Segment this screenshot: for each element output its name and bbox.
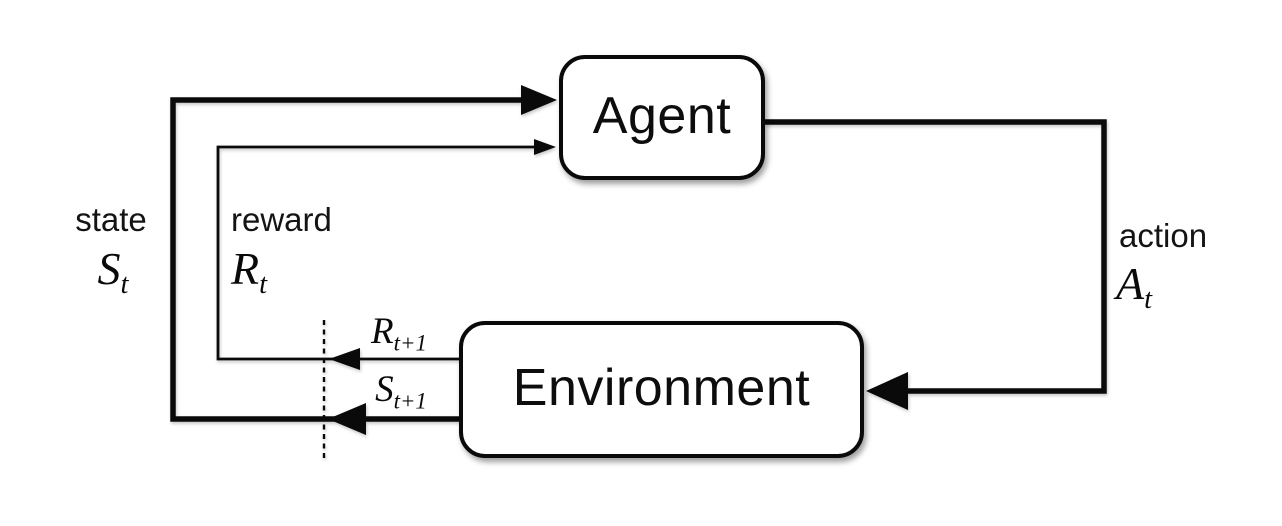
environment-label: Environment <box>512 358 811 417</box>
reward-symbol-sub: t <box>259 269 268 301</box>
state-label: state <box>75 201 147 238</box>
state-symbol-sub: t <box>120 269 129 301</box>
next-state-symbol-sub: t+1 <box>393 388 427 414</box>
next-state-symbol-base: S <box>375 369 394 410</box>
action-symbol: At <box>1116 261 1152 315</box>
action-loop-line <box>765 119 1107 394</box>
action-to-environment-arrowhead <box>866 372 908 410</box>
reward-to-agent-arrowhead <box>534 139 556 155</box>
reward-symbol-base: R <box>231 243 260 294</box>
environment-box: Environment <box>459 321 864 458</box>
action-symbol-base: A <box>1116 258 1145 309</box>
reward-symbol: Rt <box>231 246 267 300</box>
state-symbol: St <box>98 246 129 300</box>
next-reward-arrowhead <box>329 348 360 370</box>
next-reward-symbol-sub: t+1 <box>393 330 427 356</box>
next-state-arrowhead <box>328 403 366 435</box>
agent-label: Agent <box>592 86 732 145</box>
state-loop-line <box>170 97 546 422</box>
action-label: action <box>1119 217 1208 254</box>
state-symbol-base: S <box>97 243 121 294</box>
reward-label: reward <box>231 201 332 238</box>
next-reward-symbol: Rt+1 <box>371 313 427 355</box>
agent-box: Agent <box>559 55 765 180</box>
next-state-symbol: St+1 <box>375 371 427 413</box>
next-reward-symbol-base: R <box>371 311 394 352</box>
state-to-agent-arrowhead <box>521 85 557 115</box>
action-symbol-sub: t <box>1144 284 1153 316</box>
